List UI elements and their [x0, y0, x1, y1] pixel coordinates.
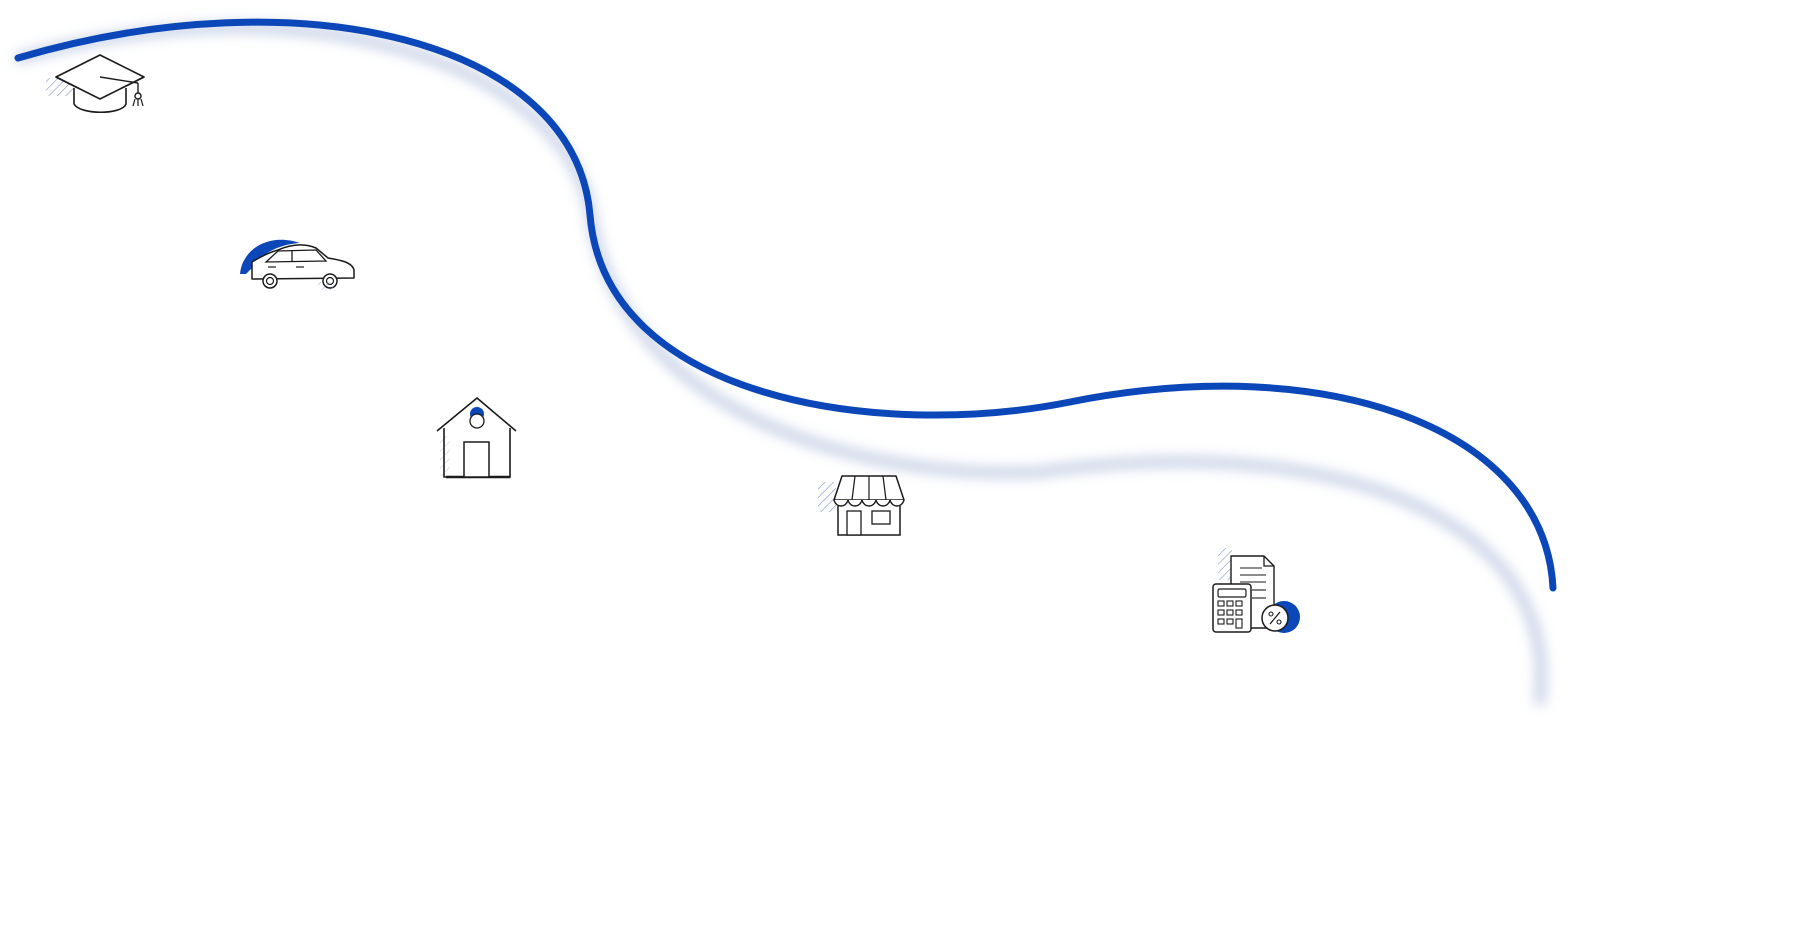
storefront-icon	[818, 475, 905, 536]
car-icon	[240, 239, 355, 290]
house-icon	[436, 397, 517, 479]
graduation-cap-icon	[46, 54, 145, 113]
journey-path-shadow	[14, 21, 1548, 706]
calculator-documents-icon	[1212, 548, 1300, 633]
journey-path	[14, 18, 1557, 592]
